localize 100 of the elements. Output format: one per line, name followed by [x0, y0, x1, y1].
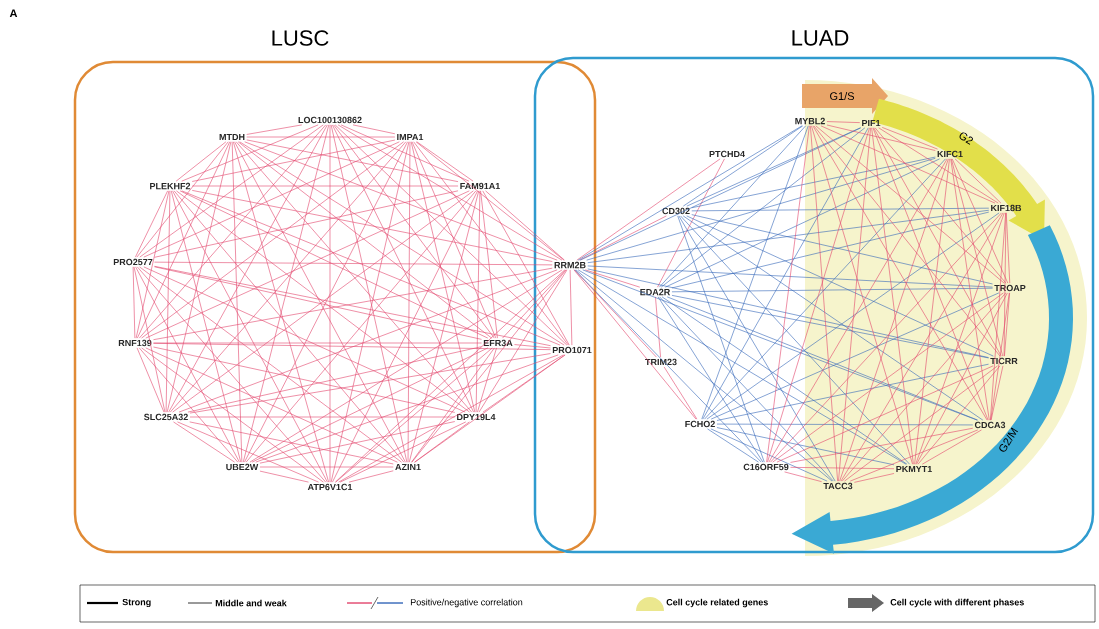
correlation-line [189, 421, 394, 465]
correlation-line [259, 470, 309, 483]
correlation-line [173, 190, 405, 463]
correlation-line [584, 269, 641, 288]
correlation-line [411, 347, 495, 463]
gene-label: EFR3A [483, 339, 513, 347]
correlation-line [181, 190, 561, 346]
correlation-line [686, 215, 994, 357]
gene-label: PRO2577 [113, 258, 153, 266]
correlation-line [145, 347, 398, 463]
gene-label: ATP6V1C1 [307, 483, 353, 491]
correlation-line [340, 124, 470, 182]
correlation-line [259, 421, 456, 464]
correlation-line [246, 124, 303, 135]
correlation-line [710, 428, 828, 482]
gene-label: C16ORF59 [743, 463, 789, 471]
correlation-line [582, 269, 978, 421]
correlation-line [237, 141, 492, 339]
correlation-line [181, 124, 319, 182]
correlation-line [348, 470, 394, 483]
correlation-line [329, 124, 331, 483]
correlation-line [839, 158, 949, 482]
correlation-line [576, 158, 721, 261]
correlation-line [138, 124, 327, 339]
correlation-line [577, 125, 803, 261]
correlation-line [657, 296, 764, 463]
gene-label: UBE2W [226, 463, 259, 471]
gene-label: AZIN1 [395, 463, 421, 471]
correlation-line [678, 215, 836, 482]
correlation-line [841, 292, 1007, 482]
correlation-line [659, 125, 806, 288]
correlation-line [950, 158, 990, 421]
correlation-line [1003, 212, 1007, 357]
correlation-line [179, 190, 489, 339]
correlation-line [145, 190, 470, 339]
correlation-line [189, 416, 456, 418]
correlation-line [191, 139, 396, 182]
correlation-line [416, 141, 474, 182]
correlation-line [854, 473, 895, 483]
gene-label: EDA2R [640, 288, 671, 296]
correlation-line [235, 141, 473, 413]
correlation-line [475, 190, 481, 413]
gene-label: CD302 [662, 207, 690, 215]
correlation-line [166, 141, 232, 413]
correlation-line [826, 124, 936, 151]
correlation-line [702, 127, 869, 420]
correlation-line [776, 365, 994, 463]
correlation-line [826, 121, 861, 123]
correlation-line [175, 141, 227, 182]
correlation-line [871, 127, 914, 465]
gene-label: FCHO2 [685, 420, 715, 428]
gene-label: RNF139 [118, 339, 152, 347]
gene-label: KIFC1 [937, 150, 963, 158]
correlation-line [168, 124, 328, 413]
correlation-line [790, 467, 895, 470]
correlation-line [587, 265, 993, 288]
gene-label: PLEKHF2 [150, 182, 191, 190]
correlation-line [707, 428, 759, 463]
gene-label: PRO1071 [552, 346, 592, 354]
correlation-line [477, 347, 497, 413]
gene-label: TRIM23 [645, 358, 677, 366]
correlation-line [352, 124, 396, 135]
correlation-line [691, 207, 990, 212]
correlation-line [575, 269, 833, 482]
correlation-line [680, 215, 910, 465]
correlation-line [671, 211, 990, 289]
correlation-line [136, 141, 229, 258]
correlation-line [187, 346, 482, 413]
correlation-line [810, 125, 838, 482]
correlation-line [137, 141, 231, 339]
correlation-line [242, 124, 330, 463]
gene-label: IMPA1 [397, 133, 424, 141]
correlation-line [951, 158, 1009, 284]
correlation-line [683, 125, 804, 207]
correlation-line [339, 421, 467, 483]
legend-text: Cell cycle related genes [666, 598, 768, 608]
correlation-line [338, 354, 564, 483]
correlation-line [259, 466, 394, 468]
correlation-line [332, 190, 478, 483]
correlation-line [143, 266, 466, 413]
correlation-line [414, 354, 566, 463]
correlation-line [573, 269, 697, 420]
correlation-line [172, 190, 328, 483]
correlation-line [661, 296, 908, 465]
correlation-line [249, 269, 563, 463]
correlation-line [139, 124, 324, 258]
node-label: LUAD [792, 30, 849, 46]
correlation-line [917, 365, 1001, 465]
correlation-line [849, 429, 979, 482]
correlation-line [514, 344, 551, 349]
correlation-line [666, 296, 978, 421]
correlation-line [579, 127, 862, 261]
gene-label: DPY19L4 [457, 413, 496, 421]
correlation-line [766, 125, 810, 463]
gene-label: LOC100130862 [298, 116, 362, 124]
correlation-line [411, 141, 497, 339]
correlation-line [410, 141, 476, 413]
correlation-line [480, 190, 498, 339]
correlation-line [772, 292, 1004, 463]
correlation-line [191, 185, 459, 187]
